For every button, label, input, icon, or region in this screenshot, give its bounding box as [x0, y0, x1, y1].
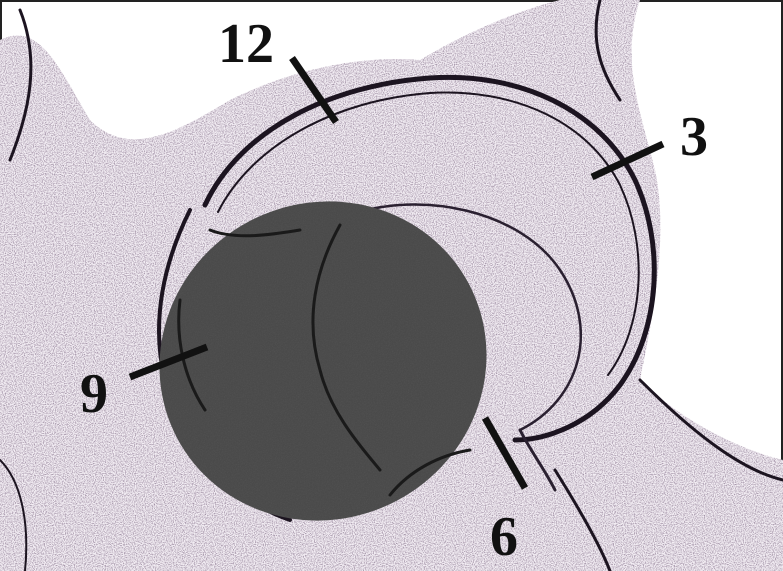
label-9: 9 — [80, 363, 108, 425]
label-12: 12 — [218, 13, 274, 75]
label-6: 6 — [490, 506, 518, 568]
label-3: 3 — [680, 106, 708, 168]
